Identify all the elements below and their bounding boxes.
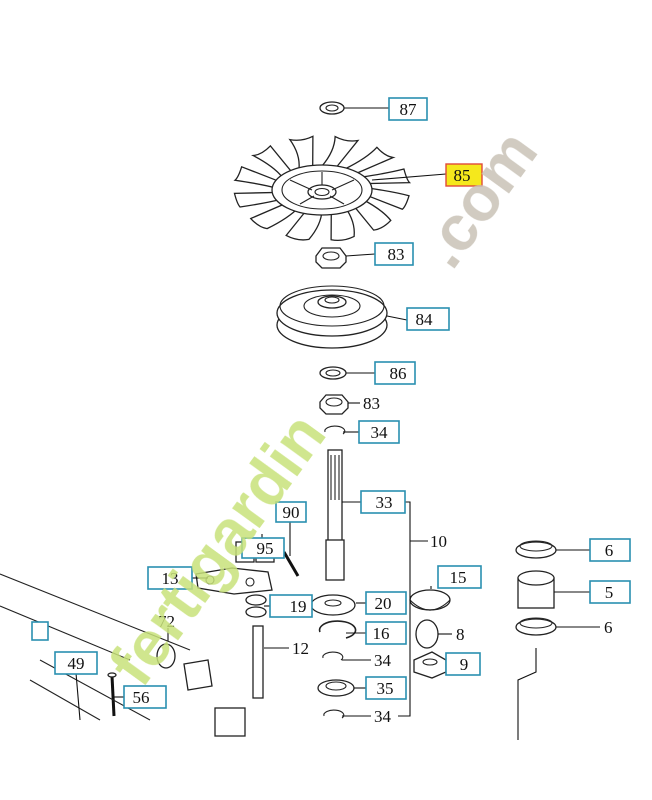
fan-blade (285, 208, 323, 241)
callout-13[interactable]: 13 (147, 566, 193, 590)
part-19-ring (245, 594, 267, 618)
callout-20-label: 20 (375, 594, 392, 613)
callout-87[interactable]: 87 (388, 97, 428, 121)
callout-49-label: 49 (68, 654, 85, 673)
label-72: 72 (158, 612, 175, 631)
callout-16-label: 16 (373, 624, 390, 643)
label-12: 12 (292, 639, 309, 658)
part-90-pin (282, 551, 300, 577)
callout-5[interactable]: 5 (589, 580, 631, 604)
callout-86-label: 86 (390, 364, 407, 383)
label-34-lower: 34 (374, 707, 392, 726)
fan-blade (320, 135, 360, 168)
watermark-text-grey: .com (405, 117, 551, 280)
fan-blade (364, 187, 410, 210)
callout-9-label: 9 (460, 655, 469, 674)
part-56-bolt (107, 672, 117, 717)
fan-blade (250, 144, 293, 178)
callout-5-label: 5 (605, 583, 614, 602)
part-86-washer (319, 366, 347, 380)
callout-6-upper[interactable]: 6 (589, 538, 631, 562)
callout-83-upper[interactable]: 83 (374, 242, 414, 266)
part-12-rod (252, 625, 264, 699)
part-8-seal (415, 619, 439, 649)
part-13-lever (195, 567, 273, 595)
part-20-disc (310, 594, 356, 616)
fan-blade (233, 165, 280, 189)
label-83-lower: 83 (363, 394, 380, 413)
part-6-clamp-lower (515, 617, 557, 636)
callout-35[interactable]: 35 (365, 676, 407, 700)
callout-15-label: 15 (450, 568, 467, 587)
callout-empty-box[interactable] (31, 621, 49, 641)
callout-34-upper[interactable]: 34 (358, 420, 400, 444)
callout-95[interactable]: 95 (241, 537, 285, 559)
callout-20[interactable]: 20 (365, 591, 407, 615)
callout-15[interactable]: 15 (437, 565, 482, 589)
part-34-clip-lower (323, 709, 345, 719)
callout-16[interactable]: 16 (365, 621, 407, 645)
part-34-clip-middle (322, 651, 344, 661)
callout-35-label: 35 (377, 679, 394, 698)
label-6-lower: 6 (604, 618, 613, 637)
part-33-shaft (325, 449, 345, 581)
callout-87-label: 87 (400, 100, 418, 119)
callout-33-label: 33 (376, 493, 393, 512)
part-15-cap (409, 589, 451, 611)
callout-56[interactable]: 56 (123, 685, 167, 709)
callout-85-label: 85 (454, 166, 471, 185)
fan-blade (288, 135, 314, 170)
callout-90-label: 90 (283, 503, 300, 522)
callout-19[interactable]: 19 (269, 594, 313, 618)
callout-90[interactable]: 90 (275, 501, 307, 523)
callout-19-label: 19 (290, 597, 307, 616)
callout-84[interactable]: 84 (406, 307, 450, 331)
callout-86[interactable]: 86 (374, 361, 416, 385)
callout-34-upper-label: 34 (371, 423, 389, 442)
callout-56-label: 56 (133, 688, 150, 707)
callout-84-label: 84 (416, 310, 434, 329)
part-9-gear (413, 651, 447, 679)
callout-83-upper-label: 83 (388, 245, 405, 264)
part-83-nut-lower (319, 394, 349, 415)
part-34-clip-upper (324, 425, 346, 435)
part-35-bearing (317, 679, 355, 697)
leader-lines (75, 107, 600, 721)
label-8: 8 (456, 625, 465, 644)
callout-33[interactable]: 33 (360, 490, 406, 514)
part-16-snapring (318, 620, 357, 639)
fan-blade (343, 146, 396, 175)
callout-6-upper-label: 6 (605, 541, 614, 560)
fan-blade (233, 191, 284, 208)
fan-blade (330, 206, 355, 242)
callout-9[interactable]: 9 (445, 652, 481, 676)
label-10: 10 (430, 532, 447, 551)
part-72-bushing (156, 643, 213, 691)
part-84-pulley (276, 285, 388, 349)
part-6-clamp-upper (515, 540, 557, 559)
part-5-sleeve (517, 570, 555, 609)
callout-13-label: 13 (162, 569, 179, 588)
callout-95-label: 95 (257, 539, 274, 558)
part-85-fan (233, 135, 412, 242)
part-83-nut-upper (315, 247, 347, 269)
callout-85-highlighted[interactable]: 85 (445, 163, 483, 187)
callout-49[interactable]: 49 (54, 651, 98, 675)
fan-blade (351, 198, 392, 231)
fan-blade (249, 201, 301, 230)
part-87-washer (319, 101, 345, 115)
label-34-middle: 34 (374, 651, 392, 670)
